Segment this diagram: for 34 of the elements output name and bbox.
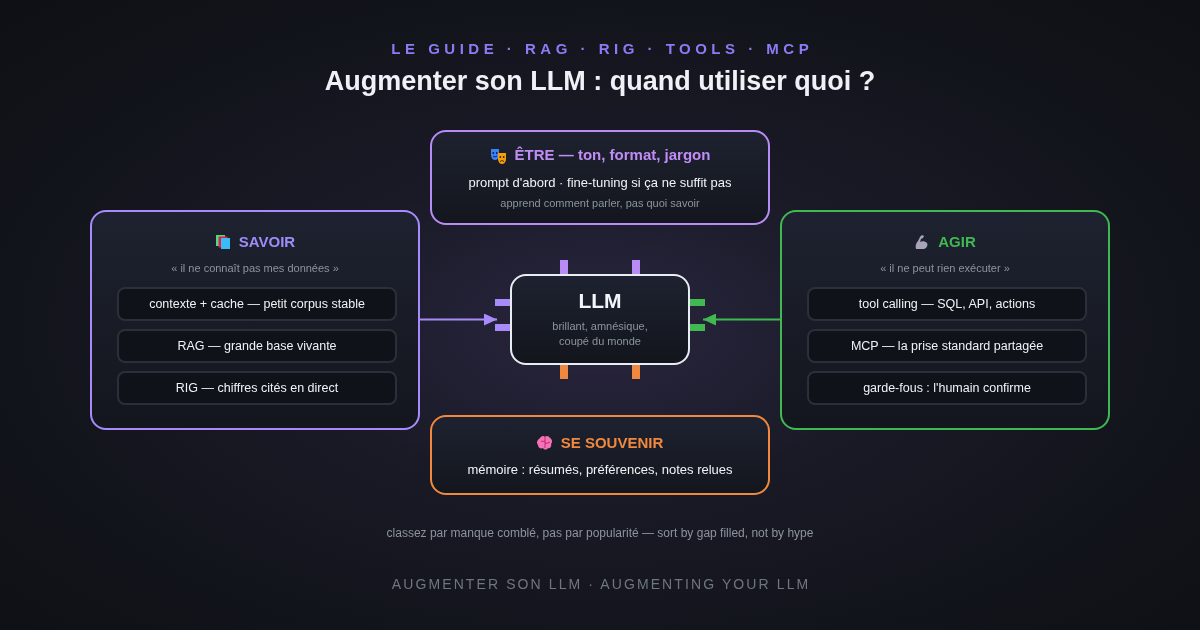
arrow	[419, 313, 498, 326]
option-row	[117, 329, 397, 363]
quote-subtitle: « il ne connaît pas mes données »	[171, 261, 339, 276]
card-note: apprend comment parler, pas quoi savoir	[500, 197, 700, 211]
main-title: Augmenter son LLM : quand utiliser quoi ?	[324, 68, 876, 95]
card-title: SE SOUVENIR	[560, 432, 664, 453]
card-text: prompt d'abord · fine-tuning si ça ne suffit pas	[468, 174, 732, 191]
chip-subtitle: brillant, amnésique, coupé du monde	[551, 319, 649, 349]
footnote-text: classez par manque comblé, pas par popularité — sort by gap filled, not by hype	[386, 527, 814, 539]
card-title: ÊTRE — ton, format, jargon	[514, 145, 711, 166]
category-card	[430, 415, 770, 495]
option-row	[807, 329, 1087, 363]
arrow	[702, 313, 781, 326]
chip-title: LLM	[578, 290, 622, 312]
option-row	[117, 371, 397, 405]
option-text: contexte + cache — petit corpus stable	[149, 295, 365, 313]
card-text: mémoire : résumés, préférences, notes relues	[467, 462, 733, 479]
option-text: MCP — la prise standard partagée	[850, 337, 1044, 355]
option-row	[807, 287, 1087, 321]
quote-subtitle: « il ne peut rien exécuter »	[880, 261, 1010, 276]
category-panel	[90, 210, 420, 430]
card-title: SAVOIR	[238, 232, 296, 252]
llm-chip	[510, 274, 690, 365]
option-text: tool calling — SQL, API, actions	[858, 295, 1036, 313]
category-card	[430, 130, 770, 225]
card-title: AGIR	[938, 232, 976, 252]
footer-text: AUGMENTER SON LLM · AUGMENTING YOUR LLM	[390, 577, 811, 591]
option-text: RIG — chiffres cités en direct	[175, 379, 339, 397]
option-row	[807, 371, 1087, 405]
option-text: garde-fous : l'humain confirme	[863, 379, 1031, 397]
kicker-text: LE GUIDE · RAG · RIG · TOOLS · MCP	[390, 41, 814, 56]
option-row	[117, 287, 397, 321]
option-text: RAG — grande base vivante	[177, 337, 337, 355]
category-panel	[780, 210, 1110, 430]
